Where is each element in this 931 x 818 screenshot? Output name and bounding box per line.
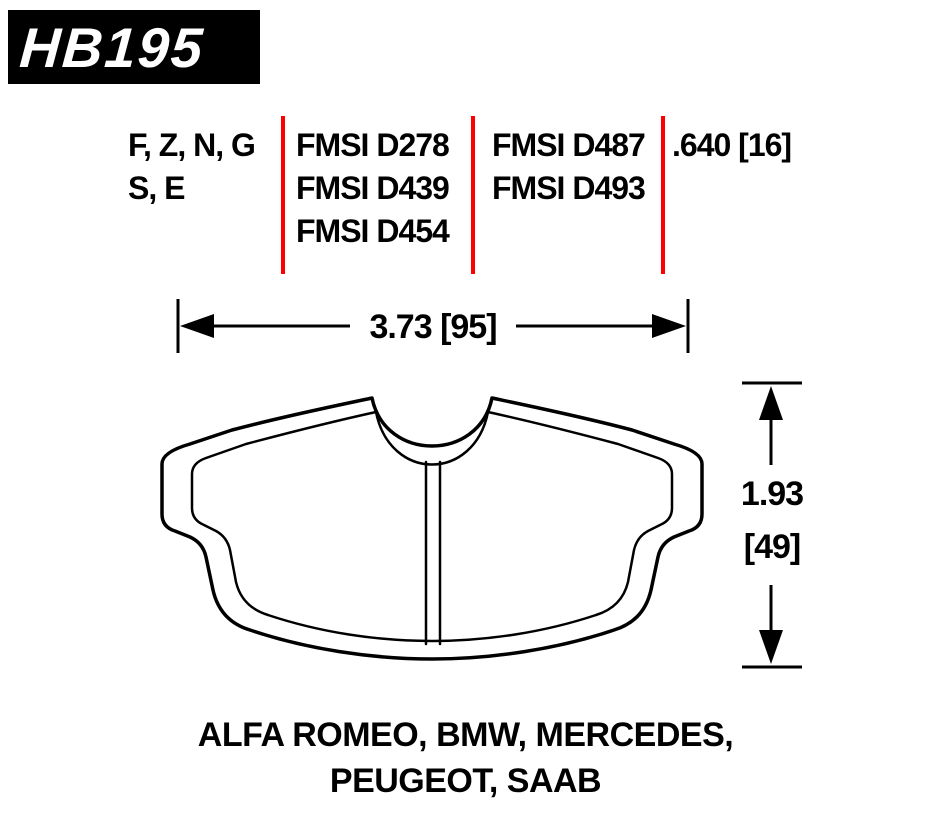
width-dimension-label: 3.73 [95] [369,308,496,346]
pad-outer-contour [160,396,704,661]
applications-line1: ALFA ROMEO, BMW, MERCEDES, [197,716,734,754]
height-dimension: 1.93 [49] [741,381,804,669]
fmsi-number: FMSI D454 [296,213,450,249]
brake-pad-outline [160,396,704,661]
fmsi-number: FMSI D439 [296,170,450,206]
pad-inner-contour [190,410,674,643]
height-dimension-label-line2: [49] [744,528,800,566]
applications-line2: PEUGEOT, SAAB [329,762,602,800]
vehicle-applications: ALFA ROMEO, BMW, MERCEDES, PEUGEOT, SAAB [0,712,931,804]
arrow-down-icon [759,630,783,664]
fmsi-number: FMSI D487 [492,127,646,163]
width-dimension: 3.73 [95] [176,299,690,353]
fmsi-number: FMSI D278 [296,127,450,163]
table-divider [661,116,665,274]
arrow-up-icon [759,386,783,420]
fmsi-number: FMSI D493 [492,170,646,206]
compound-codes-line1: F, Z, N, G [128,127,256,163]
compound-codes-line2: S, E [128,170,185,206]
height-dimension-label-line1: 1.93 [741,475,803,513]
table-divider [281,116,285,274]
arrow-left-icon [180,314,214,338]
part-number-banner: HB195 [8,10,260,84]
pad-thickness: .640 [16] [672,127,792,163]
table-divider [471,116,475,274]
arrow-right-icon [652,314,686,338]
